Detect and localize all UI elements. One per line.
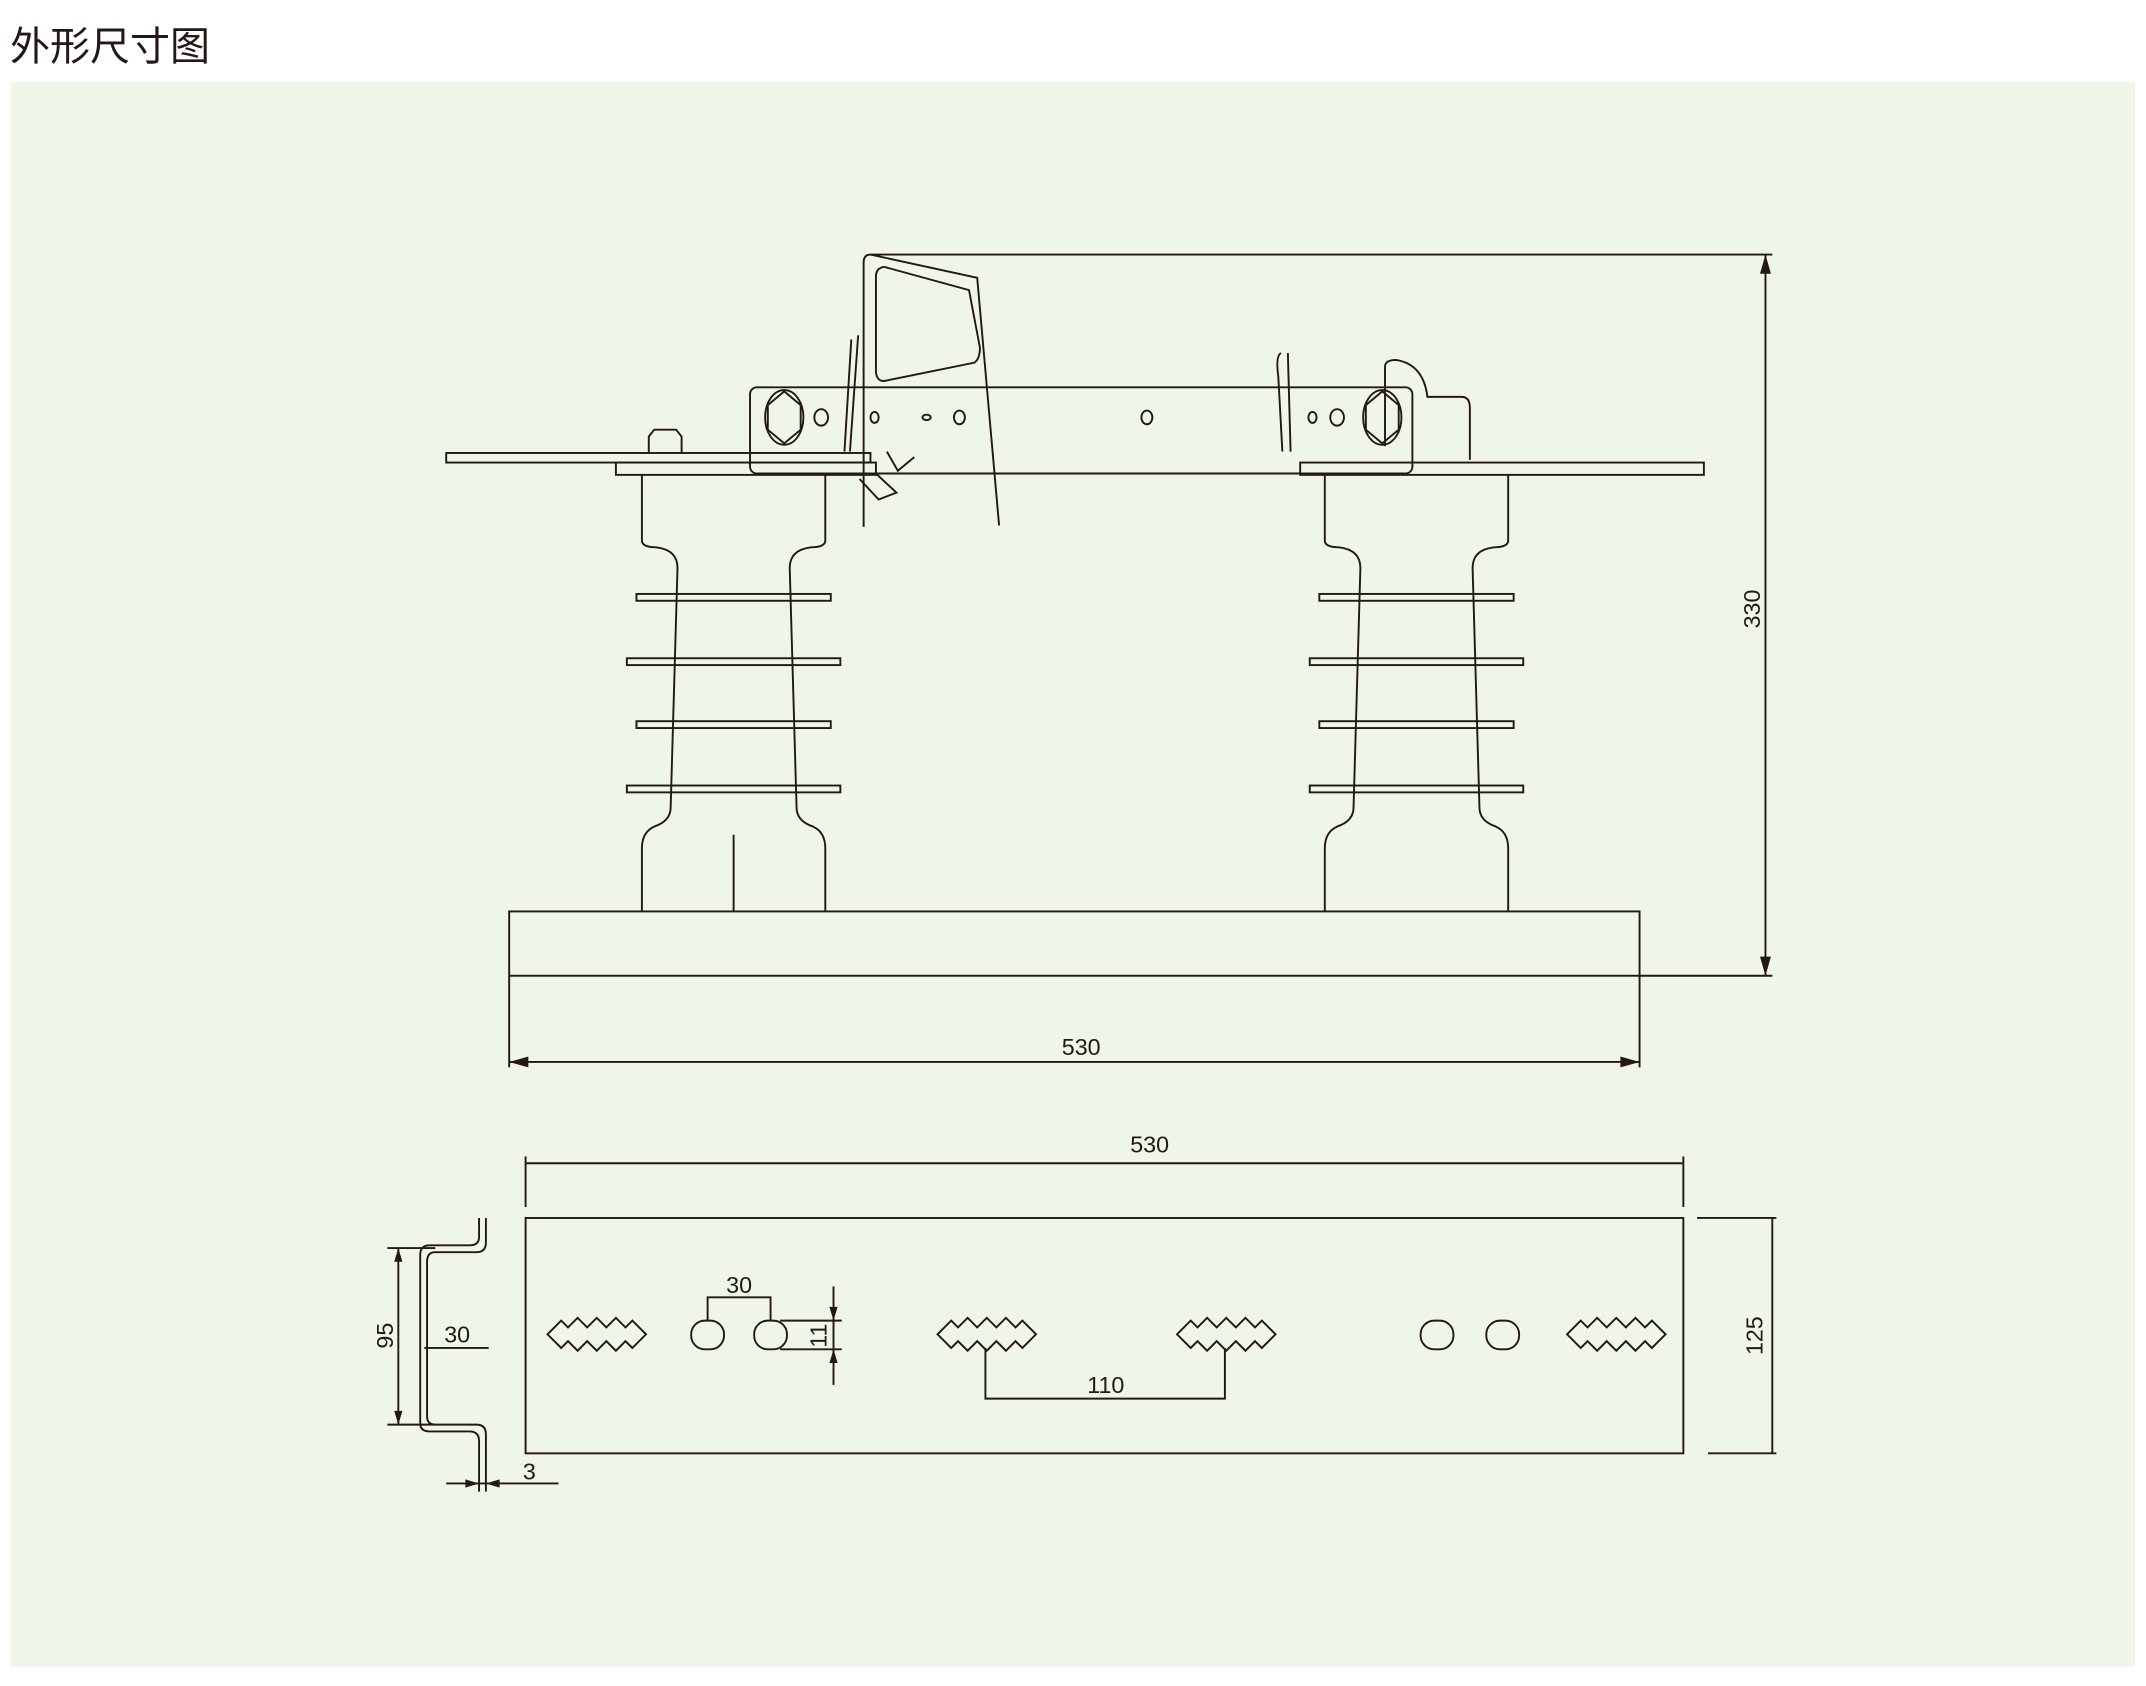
dimension-label: 330 — [1739, 590, 1765, 629]
dimension-hole-height: 11 — [780, 1286, 842, 1385]
bar-hole — [1140, 409, 1154, 426]
dimension-front-width: 530 — [508, 975, 1641, 1068]
oval-hole — [1485, 1319, 1521, 1351]
dimension-label: 530 — [1062, 1034, 1101, 1060]
base-plate — [524, 1217, 1685, 1455]
left-insulator-cap — [614, 461, 877, 476]
right-terminal-plate — [1299, 461, 1705, 476]
bolt-nut — [647, 428, 683, 453]
dimension-height: 330 — [870, 253, 1773, 977]
bar-hole — [869, 410, 880, 424]
z-profile-section: 95 30 3 — [372, 1217, 559, 1492]
drawing-panel — [11, 82, 2135, 1667]
dimension-label: 125 — [1742, 1316, 1768, 1355]
serrated-slot — [546, 1316, 648, 1353]
bar-pin — [921, 413, 932, 422]
left-insulator — [625, 474, 842, 912]
right-contact-finger — [1276, 352, 1292, 452]
dimension-plate-width: 530 — [524, 1131, 1685, 1208]
left-contact-finger — [843, 335, 860, 452]
mounting-slots — [546, 1316, 1667, 1353]
blade-handle — [862, 253, 1001, 527]
handle-window — [874, 265, 981, 382]
serrated-slot — [936, 1316, 1038, 1353]
dimension-label: 30 — [444, 1322, 470, 1348]
serrated-slot — [1565, 1316, 1667, 1353]
right-contact-clip — [1384, 358, 1471, 460]
bar-hole — [813, 408, 829, 427]
dimension-label: 11 — [806, 1324, 832, 1348]
hex-bolt-right-icon — [1362, 389, 1403, 446]
dimension-label: 530 — [1130, 1131, 1169, 1157]
oval-hole — [1419, 1319, 1455, 1351]
hex-bolt-left-icon — [764, 389, 805, 446]
contact-bar — [749, 386, 1414, 475]
dimension-label: 95 — [372, 1323, 398, 1349]
bar-hole — [952, 409, 966, 426]
dimension-label: 3 — [523, 1458, 536, 1484]
bar-hole — [1329, 408, 1345, 427]
dimension-label: 30 — [726, 1272, 752, 1298]
dimension-slot-spacing: 110 — [984, 1347, 1226, 1400]
serrated-slot — [1175, 1316, 1277, 1353]
plate-view: 530 125 30 11 — [372, 1131, 1777, 1492]
front-view: 330 530 — [445, 253, 1773, 1068]
base-frame — [508, 910, 1641, 977]
dimension-label: 110 — [1087, 1372, 1124, 1398]
latch — [858, 451, 915, 501]
dimension-hole-spacing: 30 — [706, 1272, 772, 1321]
dimension-plate-depth: 125 — [1697, 1217, 1777, 1455]
bar-hole — [1307, 410, 1318, 424]
right-insulator — [1308, 474, 1525, 912]
page-title: 外形尺寸图 — [10, 24, 210, 70]
